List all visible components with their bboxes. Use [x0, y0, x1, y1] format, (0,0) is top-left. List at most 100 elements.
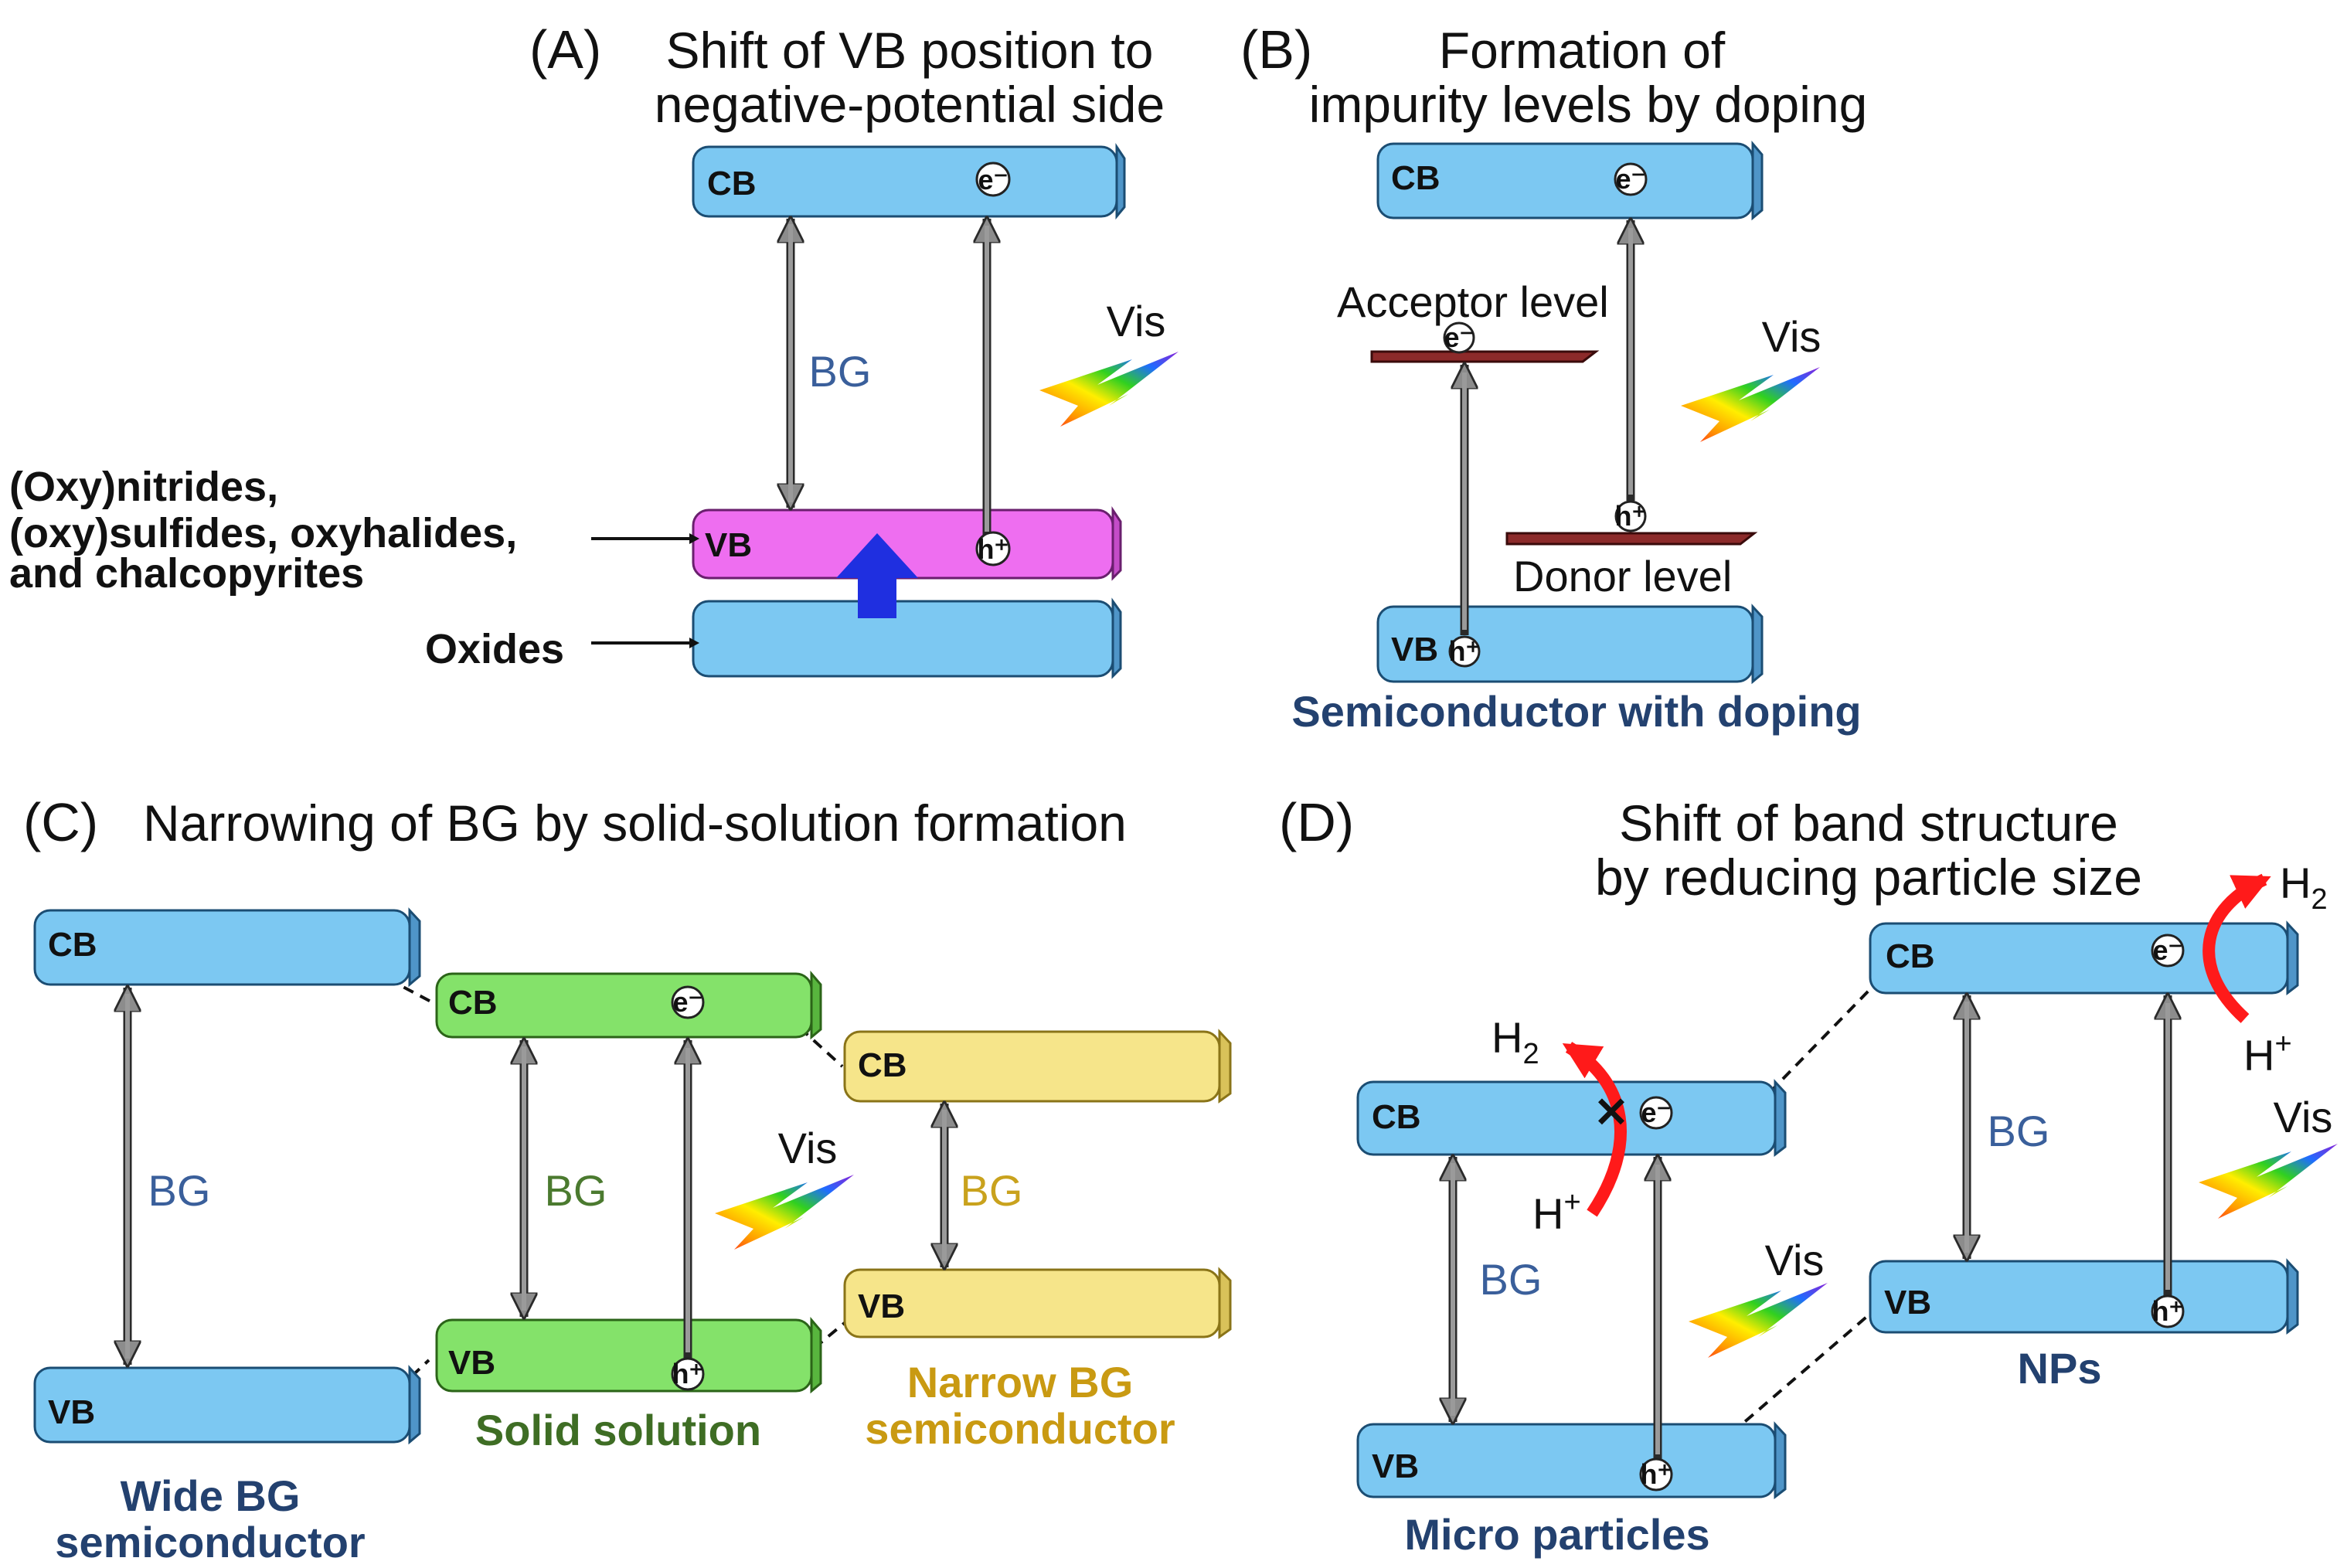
cb-label: CB	[707, 165, 757, 202]
solid-cb: CB	[435, 970, 822, 1040]
svg-text:h⁺: h⁺	[1449, 635, 1481, 667]
vis-label: Vis	[778, 1124, 838, 1172]
svg-text:e⁻: e⁻	[1615, 163, 1645, 195]
bandgap-label: BG	[809, 347, 872, 396]
svg-text:e⁻: e⁻	[672, 986, 702, 1018]
cb-label: CB	[1391, 159, 1441, 197]
material-label-line3: and chalcopyrites	[9, 550, 364, 597]
cb-label: CB	[858, 1046, 907, 1084]
conduction-band: CB	[1376, 140, 1764, 221]
solid-bg-label: BG	[545, 1166, 607, 1215]
blocked-reaction-arrow	[1562, 1042, 1628, 1217]
electron: e⁻	[1639, 1096, 1673, 1130]
wide-bg-label: BG	[148, 1166, 211, 1215]
doping-caption: Semiconductor with doping	[1291, 687, 1861, 736]
svg-text:h⁺: h⁺	[672, 1358, 704, 1389]
electron: e⁻	[975, 162, 1011, 197]
vb-label: VB	[48, 1393, 95, 1431]
np-bg-label: BG	[1988, 1107, 2050, 1155]
visible-light-icon	[2199, 1144, 2338, 1219]
vis-label: Vis	[1765, 1236, 1825, 1284]
electron-acceptor: e⁻	[1443, 321, 1475, 354]
panel-a-title-line2: negative-potential side	[655, 76, 1165, 133]
vb-label: VB	[1372, 1447, 1419, 1485]
micro-caption: Micro particles	[1404, 1510, 1709, 1559]
reaction-arrow	[2202, 873, 2271, 1023]
material-label-line1: (Oxy)nitrides,	[9, 464, 278, 510]
solid-vb: VB	[435, 1316, 822, 1394]
wide-vb: VB	[33, 1365, 421, 1445]
visible-light-icon	[1681, 367, 1820, 442]
hole: h⁺	[2151, 1294, 2185, 1328]
svg-text:h⁺: h⁺	[978, 533, 1009, 565]
nps-caption: NPs	[2018, 1344, 2102, 1393]
vb-shift-arrow	[836, 533, 918, 618]
cb-label: CB	[48, 926, 97, 964]
hplus-label: H+	[2243, 1028, 2292, 1080]
svg-text:e⁻: e⁻	[1641, 1097, 1671, 1128]
np-cb: CB	[1869, 920, 2299, 996]
micro-bg-label: BG	[1480, 1255, 1543, 1304]
panel-d-letter: (D)	[1279, 792, 1354, 852]
wide-caption-line2: semiconductor	[55, 1518, 365, 1566]
electron: e⁻	[671, 985, 705, 1019]
cb-label: CB	[1372, 1098, 1421, 1136]
svg-text:e⁻: e⁻	[978, 164, 1008, 196]
svg-text:h⁺: h⁺	[1615, 500, 1647, 532]
panel-c-letter: (C)	[23, 792, 98, 852]
vb-label: VB	[1884, 1284, 1931, 1321]
vis-label: Vis	[2274, 1093, 2333, 1141]
micro-vb: VB	[1356, 1421, 1787, 1500]
visible-light-icon	[715, 1175, 854, 1250]
svg-text:e⁻: e⁻	[2152, 934, 2182, 966]
visible-light-icon	[1039, 352, 1179, 427]
h2-label: H2	[1492, 1013, 1539, 1070]
electron-cb: e⁻	[1614, 162, 1648, 196]
panel-b: (B) Formation of impurity levels by dopi…	[1240, 19, 1867, 736]
conduction-band: CB	[692, 143, 1126, 220]
material-label-line2: (oxy)sulfides, oxyhalides,	[9, 510, 517, 556]
svg-text:e⁻: e⁻	[1444, 321, 1474, 353]
micro-cb: CB	[1356, 1079, 1787, 1158]
panel-d-title-line1: Shift of band structure	[1619, 794, 2118, 852]
acceptor-label: Acceptor level	[1337, 277, 1609, 326]
panel-b-title-line2: impurity levels by doping	[1309, 76, 1868, 133]
cb-label: CB	[448, 984, 498, 1022]
electron: e⁻	[2151, 934, 2185, 968]
wide-caption-line1: Wide BG	[121, 1471, 301, 1520]
hole: h⁺	[1639, 1457, 1673, 1491]
panel-b-letter: (B)	[1240, 19, 1312, 80]
valence-band: VB	[1376, 604, 1764, 685]
solid-caption: Solid solution	[475, 1406, 761, 1454]
panel-c: (C) Narrowing of BG by solid-solution fo…	[23, 792, 1232, 1566]
panel-a-letter: (A)	[529, 19, 601, 80]
panel-a-title-line1: Shift of VB position to	[665, 22, 1153, 79]
cb-label: CB	[1886, 937, 1935, 975]
vb-label: VB	[1391, 631, 1438, 668]
vb-label: VB	[448, 1344, 495, 1382]
hole: h⁺	[671, 1357, 705, 1391]
vb-label: VB	[705, 526, 752, 564]
panel-d-title-line2: by reducing particle size	[1595, 849, 2142, 906]
narrow-caption-line1: Narrow BG	[907, 1358, 1134, 1406]
svg-text:h⁺: h⁺	[1641, 1458, 1672, 1490]
hole-donor: h⁺	[1614, 500, 1647, 532]
hole: h⁺	[975, 531, 1011, 566]
blocked-mark: ✕	[1594, 1090, 1628, 1136]
narrow-bg-label: BG	[961, 1166, 1023, 1215]
vb-label: VB	[858, 1287, 905, 1325]
donor-level	[1505, 532, 1758, 546]
wide-cb: CB	[33, 907, 421, 988]
hplus-label: H+	[1532, 1186, 1581, 1238]
donor-label: Donor level	[1513, 552, 1732, 600]
h2-label: H2	[2280, 859, 2328, 916]
panel-c-title: Narrowing of BG by solid-solution format…	[143, 794, 1127, 852]
panel-a: (A) Shift of VB position to negative-pot…	[9, 19, 1179, 679]
valence-band-oxides	[692, 597, 1122, 679]
narrow-cb: CB	[843, 1029, 1232, 1104]
acceptor-level	[1370, 350, 1600, 363]
oxides-label: Oxides	[425, 626, 564, 672]
panel-b-title-line1: Formation of	[1439, 22, 1726, 79]
vis-label: Vis	[1762, 312, 1821, 361]
